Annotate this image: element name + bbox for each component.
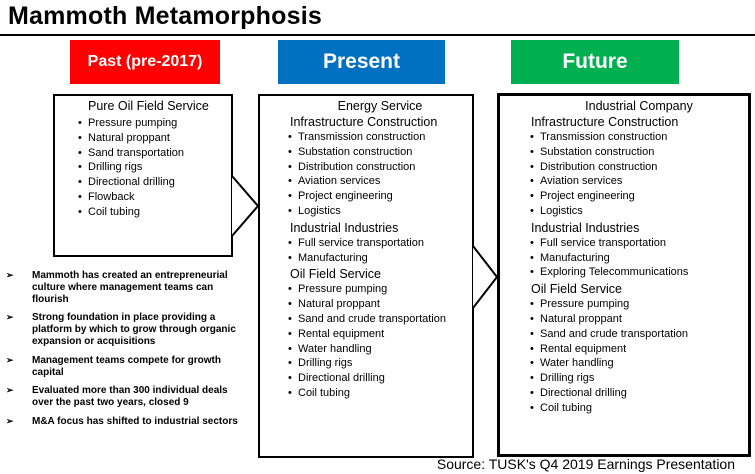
key-point: ➢ Strong foundation in place providing a… [6, 312, 246, 347]
key-point-text: M&A focus has shifted to industrial sect… [32, 415, 238, 427]
list-item: Project engineering [288, 189, 472, 204]
list-item: Drilling rigs [288, 356, 472, 371]
key-point: ➢ M&A focus has shifted to industrial se… [6, 416, 246, 428]
list-item: Natural proppant [288, 297, 472, 312]
list-item: Directional drilling [288, 371, 472, 386]
list-item: Drilling rigs [530, 371, 748, 386]
header-future: Future [511, 40, 679, 84]
list-item: Exploring Telecommunications [530, 265, 748, 280]
title-divider [0, 34, 755, 36]
present-box-title: Energy Service [337, 99, 423, 113]
key-point-text: Strong foundation in place providing a p… [32, 312, 236, 347]
chevron-arrow-past-present [231, 175, 260, 237]
source-caption: Source: TUSK's Q4 2019 Earnings Presenta… [436, 456, 735, 472]
arrow-bullet-icon: ➢ [6, 312, 14, 323]
list-item: Rental equipment [288, 327, 472, 342]
list-item: Natural proppant [530, 312, 748, 327]
present-oilfield-list: Pressure pumping Natural proppant Sand a… [260, 282, 472, 400]
key-point: ➢ Management teams compete for growth ca… [6, 355, 246, 379]
list-item: Full service transportation [530, 236, 748, 251]
list-item: Coil tubing [530, 401, 748, 416]
header-past: Past (pre-2017) [70, 40, 220, 84]
list-item: Pressure pumping [78, 116, 231, 131]
past-box: Pure Oil Field Service Pressure pumping … [53, 94, 233, 257]
future-section-title: Oil Field Service [531, 282, 622, 297]
list-item: Pressure pumping [288, 282, 472, 297]
arrow-bullet-icon: ➢ [6, 354, 14, 365]
list-item: Distribution construction [530, 160, 748, 175]
list-item: Full service transportation [288, 236, 472, 251]
list-item: Transmission construction [530, 130, 748, 145]
list-item: Directional drilling [78, 175, 231, 190]
future-infrastructure-list: Transmission construction Substation con… [500, 130, 748, 219]
list-item: Aviation services [530, 174, 748, 189]
present-section-title: Oil Field Service [290, 267, 381, 282]
list-item: Aviation services [288, 174, 472, 189]
list-item: Water handling [530, 356, 748, 371]
arrow-bullet-icon: ➢ [6, 415, 14, 426]
key-point: ➢ Evaluated more than 300 individual dea… [6, 385, 246, 409]
future-box: Industrial Company Infrastructure Constr… [497, 93, 751, 457]
present-industrial-list: Full service transportation Manufacturin… [260, 236, 472, 266]
key-points: ➢ Mammoth has created an entrepreneurial… [6, 270, 246, 435]
key-point: ➢ Mammoth has created an entrepreneurial… [6, 270, 246, 305]
header-present: Present [278, 40, 445, 84]
future-section-title: Industrial Industries [531, 220, 640, 235]
present-box: Energy Service Infrastructure Constructi… [258, 94, 474, 458]
present-section-title: Industrial Industries [290, 220, 399, 235]
list-item: Substation construction [288, 145, 472, 160]
list-item: Sand transportation [78, 146, 231, 161]
future-oilfield-list: Pressure pumping Natural proppant Sand a… [500, 297, 748, 415]
list-item: Coil tubing [288, 386, 472, 401]
future-box-title: Industrial Company [585, 99, 693, 113]
list-item: Substation construction [530, 145, 748, 160]
list-item: Pressure pumping [530, 297, 748, 312]
future-section-title: Infrastructure Construction [531, 115, 679, 129]
list-item: Coil tubing [78, 205, 231, 220]
list-item: Sand and crude transportation [530, 327, 748, 342]
list-item: Project engineering [530, 189, 748, 204]
list-item: Rental equipment [530, 342, 748, 357]
arrow-bullet-icon: ➢ [6, 270, 14, 280]
past-list: Pressure pumping Natural proppant Sand t… [55, 116, 231, 220]
list-item: Water handling [288, 342, 472, 357]
present-infrastructure-list: Transmission construction Substation con… [260, 130, 472, 219]
past-box-title: Pure Oil Field Service [88, 99, 209, 113]
future-industrial-list: Full service transportation Manufacturin… [500, 236, 748, 280]
key-point-text: Mammoth has created an entrepreneurial c… [32, 270, 228, 305]
list-item: Logistics [288, 204, 472, 219]
chevron-arrow-present-future [472, 245, 499, 309]
present-section-title: Infrastructure Construction [290, 115, 438, 129]
list-item: Directional drilling [530, 386, 748, 401]
list-item: Sand and crude transportation [288, 312, 472, 327]
list-item: Logistics [530, 204, 748, 219]
arrow-bullet-icon: ➢ [6, 385, 14, 396]
key-point-text: Evaluated more than 300 individual deals… [32, 385, 228, 409]
page-title: Mammoth Metamorphosis [8, 2, 322, 30]
list-item: Distribution construction [288, 160, 472, 175]
list-item: Flowback [78, 190, 231, 205]
key-point-text: Management teams compete for growth capi… [32, 354, 221, 378]
list-item: Manufacturing [530, 251, 748, 266]
list-item: Transmission construction [288, 130, 472, 145]
list-item: Natural proppant [78, 131, 231, 146]
list-item: Drilling rigs [78, 160, 231, 175]
list-item: Manufacturing [288, 251, 472, 266]
